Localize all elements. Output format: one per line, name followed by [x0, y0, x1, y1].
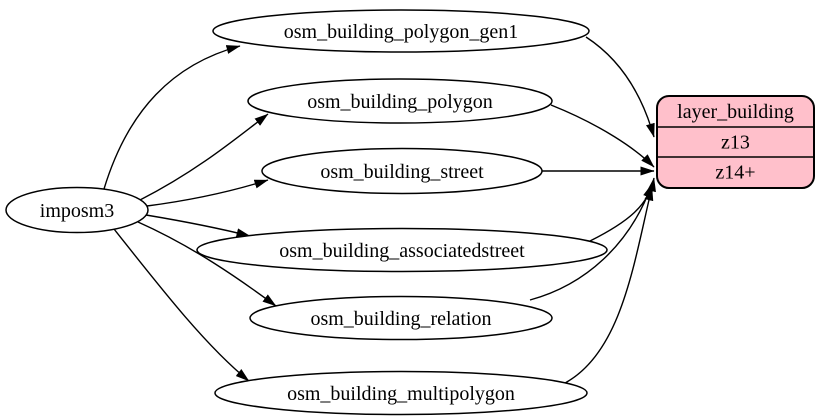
osm-building-multipolygon-ellipse [214, 370, 588, 416]
osm-building-relation-ellipse [249, 295, 553, 341]
edge-osm-building-multipolygon-to-layer-z14 [564, 186, 654, 384]
node-osm-building-multipolygon: osm_building_multipolygon [214, 370, 588, 416]
osm-building-relation-label: osm_building_relation [310, 308, 491, 330]
edge-imposm3-to-osm-building-street [146, 179, 269, 207]
node-osm-building-polygon: osm_building_polygon [247, 78, 553, 124]
edge-imposm3-to-osm-building-polygon-gen1 [103, 45, 241, 190]
imposm3-ellipse [5, 186, 149, 234]
edge-imposm3-to-osm-building-associatedstreet [145, 214, 251, 238]
edge-imposm3-to-osm-building-polygon [139, 113, 269, 201]
osm-building-street-ellipse [261, 147, 543, 195]
layer-building-title: layer_building [677, 101, 794, 123]
edge-osm-building-polygon-to-layer-z14 [550, 104, 655, 168]
edge-osm-building-relation-to-layer-z14 [529, 183, 653, 301]
node-osm-building-polygon-gen1: osm_building_polygon_gen1 [212, 9, 590, 53]
node-layer-building: layer_building z13 z14+ [656, 95, 815, 189]
edge-osm-building-associatedstreet-to-layer-z14 [589, 177, 656, 242]
osm-building-polygon-ellipse [247, 78, 553, 124]
osm-building-polygon-gen1-ellipse [212, 9, 590, 53]
layer-building-row-z14plus: z14+ [715, 162, 755, 184]
imposm3-label: imposm3 [40, 200, 114, 222]
osm-building-polygon-label: osm_building_polygon [307, 91, 493, 113]
node-osm-building-relation: osm_building_relation [249, 295, 553, 341]
node-imposm3: imposm3 [5, 186, 149, 234]
osm-building-associatedstreet-label: osm_building_associatedstreet [279, 240, 525, 262]
edge-osm-building-polygon-gen1-to-layer-z13 [585, 36, 655, 138]
layer-building-row-z13: z13 [721, 132, 750, 154]
osm-building-associatedstreet-ellipse [196, 227, 608, 273]
osm-building-street-label: osm_building_street [320, 161, 484, 183]
edge-imposm3-to-osm-building-relation [137, 221, 277, 307]
osm-building-polygon-gen1-label: osm_building_polygon_gen1 [284, 21, 518, 43]
layer-building-box [656, 95, 815, 189]
node-osm-building-associatedstreet: osm_building_associatedstreet [196, 227, 608, 273]
node-osm-building-street: osm_building_street [261, 147, 543, 195]
osm-building-multipolygon-label: osm_building_multipolygon [287, 383, 515, 405]
edge-imposm3-to-osm-building-multipolygon [113, 228, 250, 382]
